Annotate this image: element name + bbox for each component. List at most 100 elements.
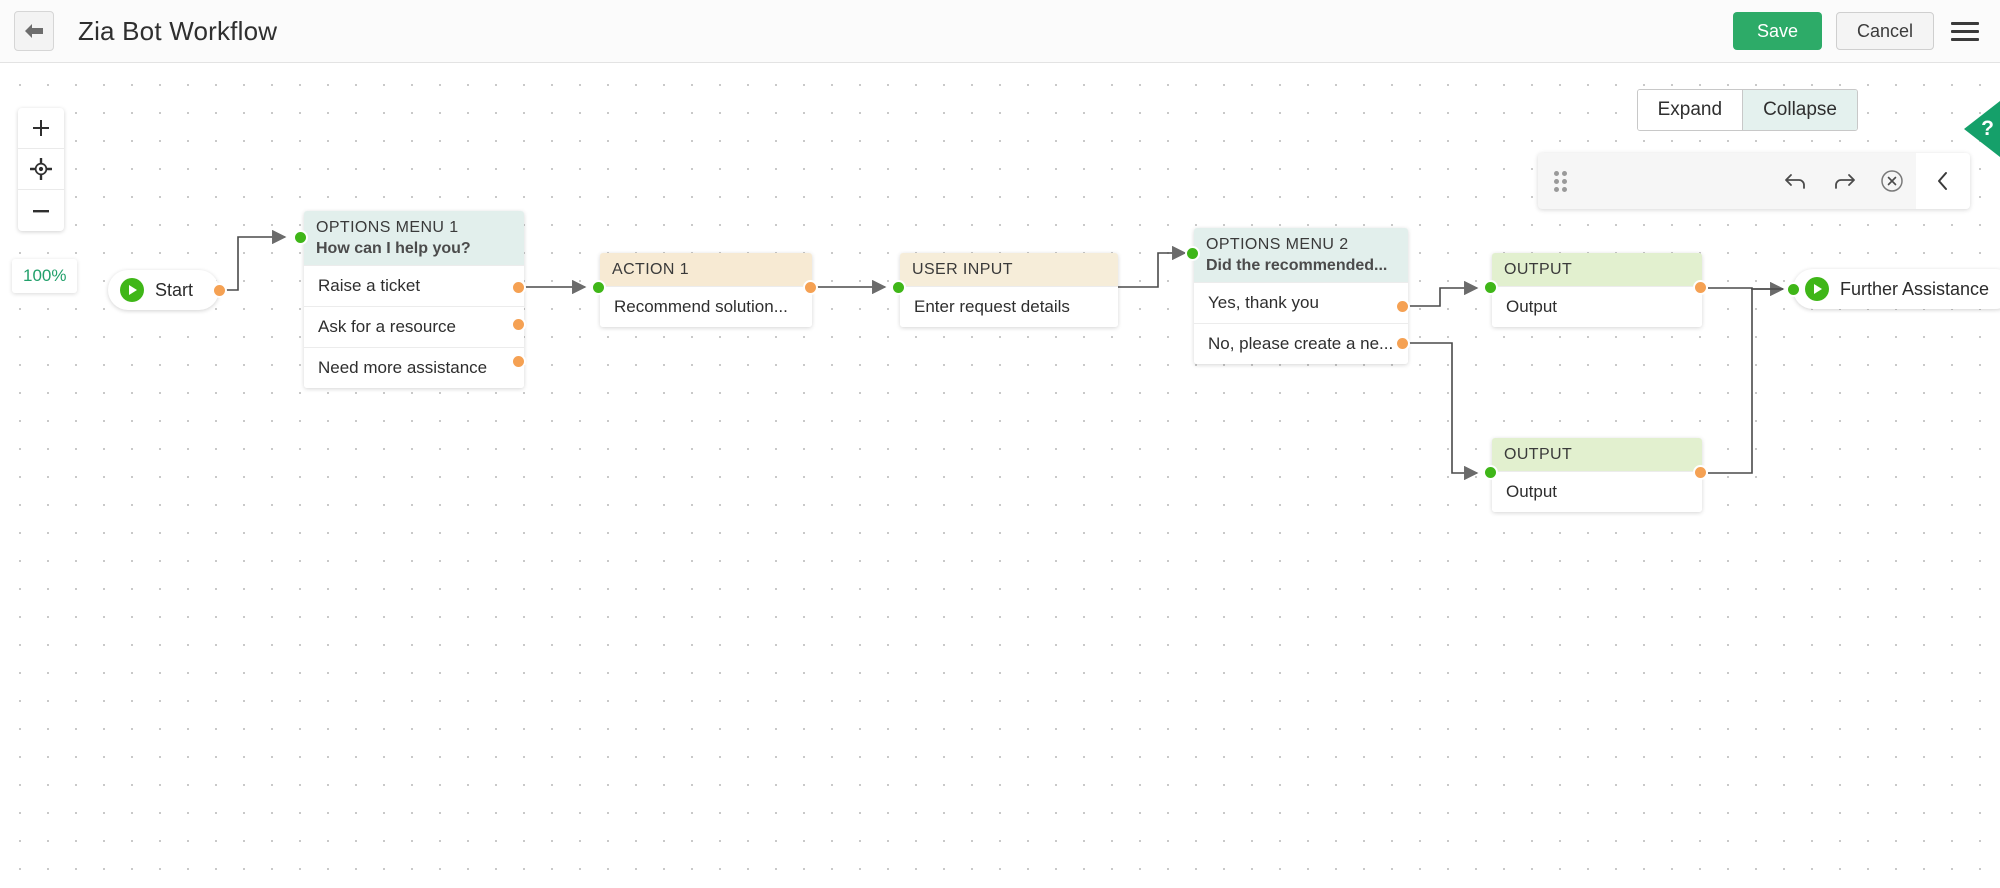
port-output1-out[interactable] xyxy=(1693,280,1708,295)
help-tab[interactable]: ? xyxy=(1964,101,2000,157)
port-menu1-in[interactable] xyxy=(293,230,308,245)
node-options-menu-2-header: OPTIONS MENU 2 Did the recommended... xyxy=(1194,228,1408,282)
edge-output2-to-further xyxy=(1708,288,1783,474)
edge-menu2-yes-to-output1 xyxy=(1408,280,1479,307)
option-row[interactable]: Raise a ticket xyxy=(304,265,524,306)
drag-dot xyxy=(1554,186,1559,192)
drag-dot xyxy=(1562,178,1567,184)
play-icon xyxy=(1805,277,1829,301)
node-further-assistance[interactable]: Further Assistance xyxy=(1793,269,2000,309)
port-menu2-option1-out[interactable] xyxy=(1395,299,1410,314)
node-subtitle: How can I help you? xyxy=(316,240,471,257)
node-user-input[interactable]: USER INPUT Enter request details xyxy=(900,253,1118,327)
page-title: Zia Bot Workflow xyxy=(78,15,278,46)
port-start-out[interactable] xyxy=(212,283,227,298)
play-icon xyxy=(120,278,144,302)
node-kind-label: OPTIONS MENU 1 xyxy=(316,219,459,236)
crosshair-icon xyxy=(30,158,52,180)
node-further-assistance-label: Further Assistance xyxy=(1840,278,1990,299)
node-output-1-header: OUTPUT xyxy=(1492,253,1702,286)
port-menu1-option3-out[interactable] xyxy=(511,354,526,369)
drag-dot xyxy=(1554,178,1559,184)
option-row[interactable]: No, please create a ne... xyxy=(1194,323,1408,364)
node-options-menu-2[interactable]: OPTIONS MENU 2 Did the recommended... Ye… xyxy=(1194,228,1408,364)
cancel-button[interactable]: Cancel xyxy=(1835,12,1934,50)
node-kind-label: ACTION 1 xyxy=(612,261,689,278)
view-toggle: Expand Collapse xyxy=(1636,89,1858,131)
drag-dot xyxy=(1554,170,1559,176)
port-menu2-in[interactable] xyxy=(1185,246,1200,261)
node-output-2[interactable]: OUTPUT Output xyxy=(1492,438,1702,512)
save-button[interactable]: Save xyxy=(1732,12,1822,50)
port-output2-out[interactable] xyxy=(1693,465,1708,480)
node-kind-label: OPTIONS MENU 2 xyxy=(1206,236,1349,253)
node-options-menu-1[interactable]: OPTIONS MENU 1 How can I help you? Raise… xyxy=(304,211,524,388)
node-action-1[interactable]: ACTION 1 Recommend solution... xyxy=(600,253,812,327)
drag-dot xyxy=(1562,186,1567,192)
floating-toolbar xyxy=(1538,153,1970,209)
port-menu2-option2-out[interactable] xyxy=(1395,336,1410,351)
edge-menu2-no-to-output2 xyxy=(1408,342,1479,481)
node-kind-label: OUTPUT xyxy=(1504,446,1573,463)
port-userinput-in[interactable] xyxy=(891,280,906,295)
edge-input-to-menu2 xyxy=(1117,245,1187,288)
port-action1-in[interactable] xyxy=(591,280,606,295)
help-tab-shape xyxy=(1964,101,2000,157)
hamburger-bar xyxy=(1951,29,1979,33)
node-user-input-header: USER INPUT xyxy=(900,253,1118,286)
port-menu1-option2-out[interactable] xyxy=(511,317,526,332)
edge-start-to-menu1 xyxy=(224,229,287,291)
drag-dots-icon[interactable] xyxy=(1554,170,1567,192)
expand-button[interactable]: Expand xyxy=(1637,90,1743,130)
edge-output1-to-further xyxy=(1708,281,1785,297)
back-button[interactable] xyxy=(14,11,54,51)
zoom-out-button[interactable] xyxy=(18,190,64,231)
node-subtitle: Did the recommended... xyxy=(1206,257,1388,274)
node-options-menu-1-header: OPTIONS MENU 1 How can I help you? xyxy=(304,211,524,265)
hamburger-bar xyxy=(1951,21,1979,25)
workflow-canvas[interactable]: 100% Expand Collapse ? xyxy=(0,63,2000,888)
toolbar-collapse-button[interactable] xyxy=(1916,153,1970,209)
hamburger-icon[interactable] xyxy=(1948,14,1982,48)
zoom-in-button[interactable] xyxy=(18,108,64,149)
minus-icon xyxy=(33,209,49,212)
back-arrow-icon xyxy=(23,23,45,39)
option-row[interactable]: Need more assistance xyxy=(304,347,524,388)
port-output1-in[interactable] xyxy=(1483,280,1498,295)
node-body-row[interactable]: Enter request details xyxy=(900,286,1118,327)
top-bar: Zia Bot Workflow Save Cancel xyxy=(0,0,2000,63)
hamburger-bar xyxy=(1951,37,1979,41)
node-kind-label: OUTPUT xyxy=(1504,261,1573,278)
port-action1-out[interactable] xyxy=(803,280,818,295)
question-mark-icon: ? xyxy=(1981,117,1994,140)
undo-icon xyxy=(1785,174,1805,189)
node-start-label: Start xyxy=(155,279,194,300)
node-start[interactable]: Start xyxy=(108,270,220,310)
port-menu1-option1-out[interactable] xyxy=(511,280,526,295)
zoom-controls xyxy=(18,108,64,231)
close-button[interactable] xyxy=(1868,153,1916,209)
option-row[interactable]: Ask for a resource xyxy=(304,306,524,347)
node-output-1[interactable]: OUTPUT Output xyxy=(1492,253,1702,327)
node-body-row[interactable]: Recommend solution... xyxy=(600,286,812,327)
node-output-2-header: OUTPUT xyxy=(1492,438,1702,471)
port-further-in[interactable] xyxy=(1786,282,1801,297)
node-action-1-header: ACTION 1 xyxy=(600,253,812,286)
node-kind-label: USER INPUT xyxy=(912,261,1013,278)
zoom-level-badge: 100% xyxy=(12,259,78,293)
node-body-row[interactable]: Output xyxy=(1492,286,1702,327)
plus-icon xyxy=(33,120,49,136)
toolbar-actions xyxy=(1772,153,1916,209)
node-body-row[interactable]: Output xyxy=(1492,471,1702,512)
undo-button[interactable] xyxy=(1772,153,1820,209)
redo-button[interactable] xyxy=(1820,153,1868,209)
close-circle-icon xyxy=(1881,170,1903,192)
top-bar-actions: Save Cancel xyxy=(1732,12,1982,50)
recenter-button[interactable] xyxy=(18,149,64,190)
collapse-button[interactable]: Collapse xyxy=(1742,90,1857,130)
redo-icon xyxy=(1835,174,1855,189)
drag-dot xyxy=(1562,170,1567,176)
port-output2-in[interactable] xyxy=(1483,465,1498,480)
chevron-left-icon xyxy=(1938,172,1947,190)
option-row[interactable]: Yes, thank you xyxy=(1194,282,1408,323)
